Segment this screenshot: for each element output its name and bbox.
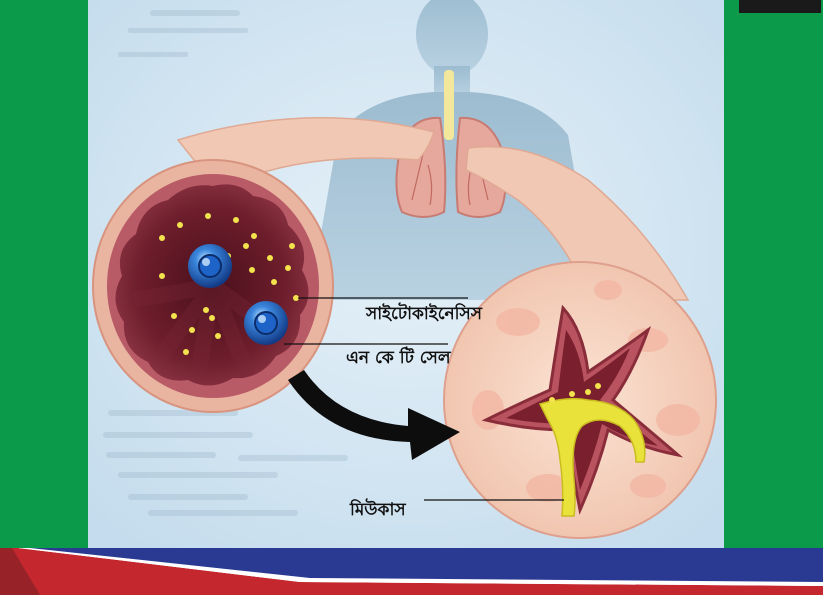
top-black-tab — [739, 0, 821, 13]
nkt-cell — [244, 301, 288, 345]
footer-stripe-band — [0, 548, 823, 595]
label-cytokinesis: সাইটোকাইনেসিস — [366, 306, 482, 323]
left-green-border — [0, 0, 88, 548]
asthma-airway-illustration: সাইটোকাইনেসিস এন কে টি সেল মিউকাস — [88, 0, 724, 548]
label-mucus: মিউকাস — [350, 502, 406, 519]
right-green-border — [724, 0, 823, 548]
label-nkt-cell: এন কে টি সেল — [346, 350, 451, 367]
nkt-cell — [188, 244, 232, 288]
trachea — [444, 70, 454, 140]
